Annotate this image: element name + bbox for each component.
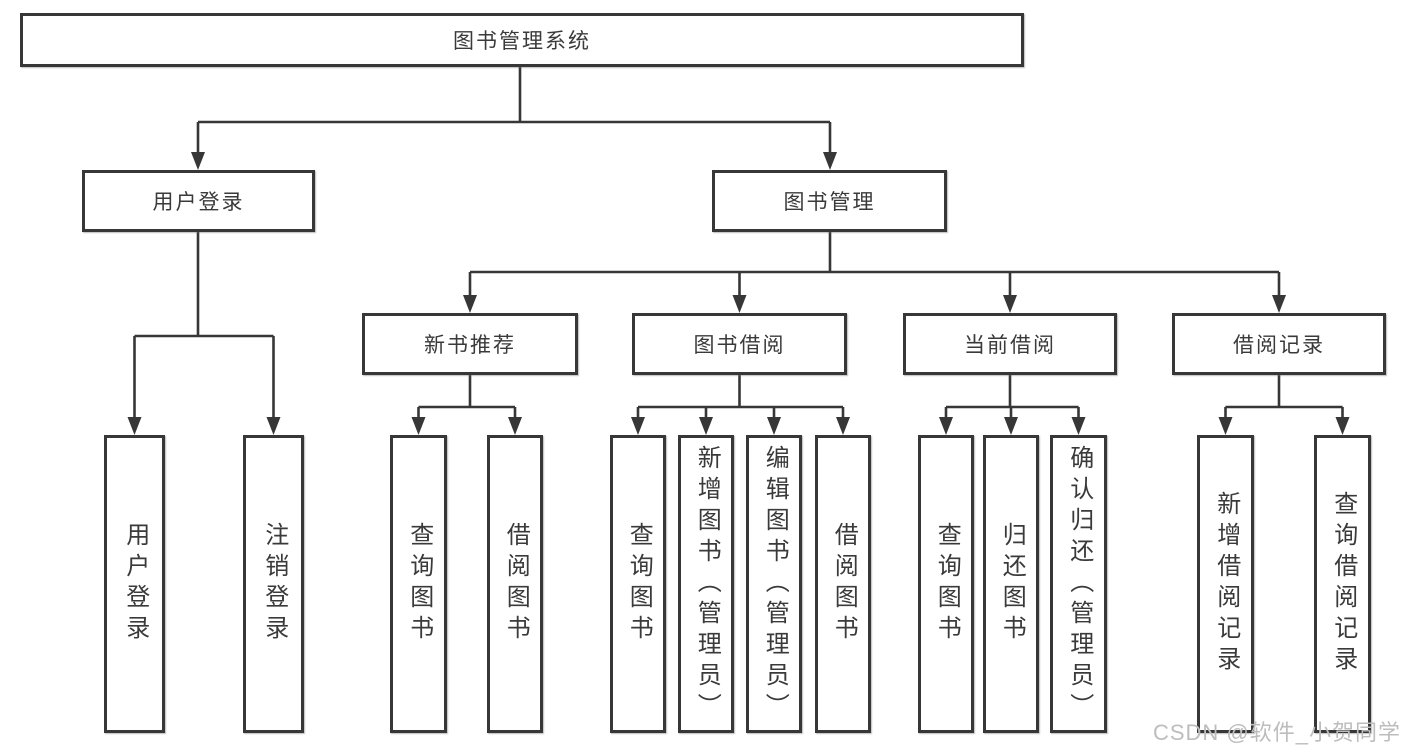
node-current-borrow: 当前借阅 [903, 313, 1117, 375]
node-label: 借阅图书 [502, 522, 530, 646]
connector-userlogin-to-leaves [133, 232, 275, 421]
node-book-management: 图书管理 [712, 170, 947, 232]
leaf-recommend-borrow-books: 借阅图书 [487, 435, 543, 733]
arrowhead [836, 417, 850, 435]
arrowhead [411, 417, 426, 435]
node-label: 新增借阅记录 [1212, 491, 1240, 677]
leaf-borrow-search-books: 查询图书 [610, 435, 666, 733]
node-label: 归还图书 [998, 522, 1026, 646]
node-label: 借阅图书 [830, 522, 858, 646]
leaf-records-search-record: 查询借阅记录 [1314, 435, 1371, 733]
leaf-logout: 注销登录 [243, 435, 304, 733]
node-label: 查询借阅记录 [1329, 491, 1357, 677]
node-label: 确认归还（管理员） [1065, 444, 1093, 724]
arrowhead [191, 152, 205, 170]
arrowhead [1218, 417, 1233, 435]
leaf-recommend-search-books: 查询图书 [390, 435, 447, 733]
arrowhead [266, 417, 281, 435]
node-label: 图书借阅 [693, 334, 786, 357]
node-new-book-recommend: 新书推荐 [362, 313, 578, 375]
arrowhead [767, 417, 781, 435]
node-root-system: 图书管理系统 [20, 13, 1024, 67]
node-borrow-records: 借阅记录 [1172, 313, 1386, 375]
leaf-current-return-books: 归还图书 [983, 435, 1039, 733]
connector-borrow-to-leaves [636, 375, 845, 421]
leaf-borrow-edit-books-admin: 编辑图书（管理员） [746, 435, 802, 733]
node-label: 查询图书 [933, 522, 961, 646]
arrowhead [1071, 417, 1086, 435]
node-label: 新增图书（管理员） [693, 444, 721, 724]
node-label: 查询图书 [625, 522, 653, 646]
arrowhead [939, 417, 953, 435]
csdn-watermark: CSDN @软件_小贺同学 [1152, 720, 1401, 745]
node-label: 注销登录 [260, 522, 288, 646]
arrowhead [823, 152, 837, 170]
connector-root-to-level2 [196, 67, 832, 156]
arrowhead [1004, 417, 1018, 435]
arrowhead [1003, 295, 1017, 313]
connector-current-to-leaves [944, 375, 1080, 421]
leaf-user-login: 用户登录 [104, 435, 165, 733]
leaf-borrow-add-books-admin: 新增图书（管理员） [678, 435, 734, 733]
arrowhead [699, 417, 713, 435]
arrowhead [1272, 295, 1286, 313]
node-label: 借阅记录 [1233, 334, 1325, 357]
connector-records-to-leaves [1224, 375, 1344, 421]
arrowhead [631, 417, 645, 435]
node-label: 图书管理系统 [453, 30, 591, 53]
arrowhead [1335, 417, 1350, 435]
connector-recommend-to-leaves [417, 375, 517, 421]
arrowhead [463, 295, 477, 313]
leaf-current-confirm-return-admin: 确认归还（管理员） [1050, 435, 1107, 733]
node-label: 新书推荐 [424, 334, 516, 357]
leaf-borrow-borrow-books: 借阅图书 [815, 435, 871, 733]
leaf-current-search-books: 查询图书 [918, 435, 974, 733]
node-label: 图书管理 [783, 191, 876, 214]
node-label: 编辑图书（管理员） [761, 444, 789, 724]
arrowhead [127, 417, 142, 435]
node-book-borrow: 图书借阅 [632, 313, 847, 375]
node-label: 当前借阅 [964, 334, 1056, 357]
node-user-login: 用户登录 [82, 170, 315, 232]
node-label: 查询图书 [405, 522, 433, 646]
leaf-records-add-record: 新增借阅记录 [1197, 435, 1254, 733]
node-label: 用户登录 [121, 522, 149, 646]
arrowhead [508, 417, 522, 435]
node-label: 用户登录 [152, 191, 245, 214]
connector-bookmgmt-to-level3 [468, 232, 1281, 299]
arrowhead [732, 295, 747, 313]
